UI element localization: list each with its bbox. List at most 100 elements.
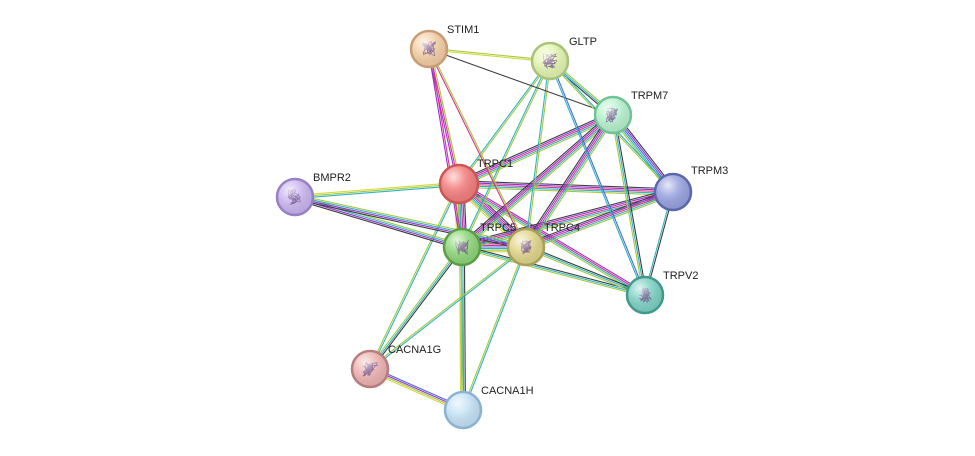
edge-trpc1-cacna1g[interactable] [368, 183, 461, 370]
edge-trpc4-stim1[interactable] [427, 48, 528, 248]
edge-strand-black [463, 246, 466, 411]
node-trpm3[interactable]: TRPM3 [653, 165, 728, 212]
edge-strand-green [429, 48, 528, 248]
edge-trpc1-trpv2[interactable] [457, 181, 647, 298]
edge-trpc5-cacna1g[interactable] [368, 245, 464, 371]
edge-strand-green [528, 116, 617, 250]
node-bmpr2[interactable]: BMPR2 [275, 172, 351, 217]
edge-trpc1-trpm7[interactable] [457, 111, 615, 188]
edge-trpc4-cacna1g[interactable] [368, 245, 528, 371]
edge-trpc5-stim1[interactable] [427, 48, 464, 248]
node-label: GLTP [569, 36, 597, 48]
edge-strand-teal [459, 115, 615, 187]
edge-trpc5-gltp[interactable] [460, 60, 552, 248]
node-highlight [509, 230, 543, 264]
edge-strand-green [526, 194, 675, 251]
node-trpc5[interactable]: TRPC5 [442, 222, 516, 267]
edge-strand-green [458, 186, 674, 196]
edge-strand-teal [524, 60, 550, 248]
edge-trpc5-trpv2[interactable] [461, 244, 646, 298]
edge-strand-pink [427, 48, 526, 248]
edge-strand-green [294, 183, 460, 198]
edge-trpc4-trpv2[interactable] [524, 244, 647, 298]
node-highlight [412, 32, 446, 66]
edge-trpc4-trpm7[interactable] [522, 112, 617, 250]
edge-trpc1-gltp[interactable] [457, 59, 552, 186]
edge-strand-yellow [459, 246, 462, 411]
node-highlight [441, 166, 477, 202]
edge-trpm7-stim1[interactable] [428, 48, 614, 116]
edge-strand-blue [550, 60, 647, 296]
edge-gltp-trpv2[interactable] [548, 60, 647, 296]
edge-strand-black [428, 48, 614, 116]
edge-strand-green [460, 246, 463, 411]
edge-strand-teal [525, 246, 646, 296]
node-label: STIM1 [447, 24, 479, 36]
node-label: TRPC5 [480, 222, 516, 234]
edge-strand-green [526, 60, 552, 248]
edge-strand-green [294, 194, 528, 246]
node-label: TRPC4 [544, 222, 580, 234]
node-label: TRPV2 [663, 270, 698, 282]
edge-strand-green [461, 246, 526, 411]
edge-trpc4-trpm3[interactable] [524, 188, 675, 251]
edge-strand-teal [369, 247, 528, 371]
node-trpv2[interactable]: TRPV2 [625, 270, 698, 315]
edge-strand-teal [612, 114, 646, 296]
edge-strand-teal [461, 246, 646, 296]
edge-strand-teal [294, 185, 460, 200]
node-label: TRPC1 [477, 158, 513, 170]
edge-strand-purple [459, 181, 647, 294]
edge-trpc1-bmpr2[interactable] [294, 181, 460, 200]
node-highlight [656, 175, 690, 209]
node-trpc4[interactable]: TRPC4 [506, 222, 580, 267]
edge-strand-teal [460, 60, 550, 248]
node-highlight [445, 230, 479, 264]
node-trpc1[interactable]: TRPC1 [438, 158, 513, 205]
edge-strand-green [428, 47, 551, 61]
node-label: CACNA1H [481, 385, 534, 397]
node-stim1[interactable]: STIM1 [409, 24, 479, 69]
edge-strand-green [368, 245, 527, 369]
edge-trpc5-bmpr2[interactable] [293, 194, 464, 250]
edge-strand-green [461, 247, 646, 298]
edge-strand-black [457, 111, 613, 182]
edge-strand-black [524, 188, 673, 245]
node-highlight [533, 44, 567, 78]
edge-strand-black [526, 244, 647, 295]
node-cacna1h[interactable]: CACNA1H [443, 385, 534, 430]
node-highlight [596, 98, 630, 132]
edge-stim1-gltp[interactable] [428, 47, 551, 63]
edge-trpm7-trpv2[interactable] [610, 114, 648, 296]
edge-trpc1-stim1[interactable] [426, 48, 462, 185]
edge-strand-teal [462, 115, 615, 249]
node-gltp[interactable]: GLTP [530, 36, 597, 81]
node-highlight [628, 278, 662, 312]
node-cacna1g[interactable]: CACNA1G [350, 344, 441, 389]
edge-strand-black [370, 247, 464, 371]
edge-strand-teal [462, 246, 465, 411]
edge-strand-yellow [294, 181, 460, 196]
edge-trpc5-cacna1h[interactable] [459, 246, 466, 411]
edge-strand-black [293, 198, 462, 250]
edge-strand-teal [463, 246, 528, 411]
edge-strand-pink [429, 48, 464, 248]
edge-strand-teal [294, 195, 527, 247]
edge-strand-green [610, 114, 644, 296]
edge-strand-green [368, 183, 459, 370]
edge-strand-yellow [428, 49, 551, 63]
edge-strand-purple [294, 197, 527, 249]
edge-strand-teal [458, 184, 646, 297]
edge-trpc4-bmpr2[interactable] [293, 194, 528, 250]
edge-strand-green [459, 60, 552, 186]
edge-strand-purple [524, 113, 613, 247]
edge-strand-black [461, 244, 646, 295]
edge-trpc4-gltp[interactable] [524, 60, 552, 248]
edge-strand-teal [369, 246, 463, 370]
edge-strand-black [460, 188, 673, 245]
edge-strand-pink [458, 114, 614, 185]
edge-strand-teal [457, 59, 550, 185]
node-trpm7[interactable]: TRPM7 [593, 90, 668, 135]
edge-trpc4-cacna1h[interactable] [461, 246, 528, 411]
edge-strand-green [368, 245, 462, 369]
